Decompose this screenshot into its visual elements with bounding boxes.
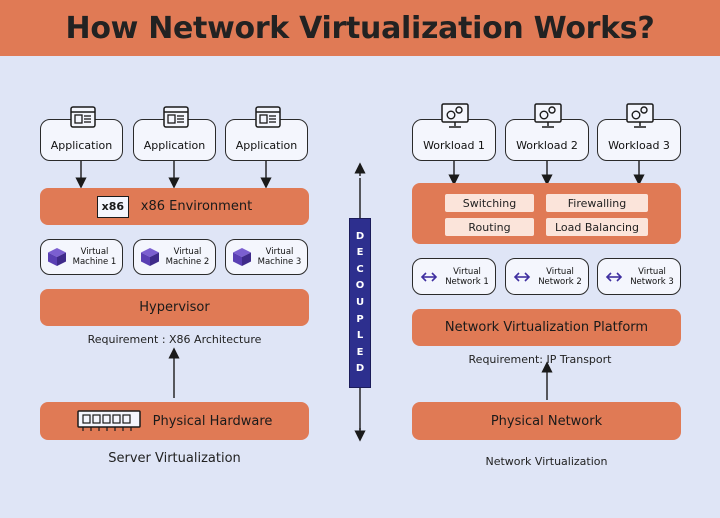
page-title: How Network Virtualization Works? [65, 10, 655, 46]
application-label: Application [235, 139, 298, 152]
virtual-machine-card-2: Virtual Machine 2 [133, 239, 216, 275]
cube-icon [233, 248, 251, 266]
workload-card-2: Workload 2 [505, 103, 589, 161]
workload-card-3: Workload 3 [597, 103, 681, 161]
vnet-line1: Virtual [453, 266, 481, 277]
title-banner: How Network Virtualization Works? [0, 0, 720, 56]
application-label: Application [143, 139, 206, 152]
decoupled-letter: L [356, 330, 364, 342]
network-virtualization-caption: Network Virtualization [485, 455, 608, 468]
workload-label: Workload 2 [516, 139, 578, 152]
physical-network-box: Physical Network [412, 402, 681, 440]
vm-line1: Virtual [173, 247, 202, 257]
decoupled-letter: E [356, 247, 364, 259]
physical-hardware-label: Physical Hardware [152, 413, 273, 429]
virtual-machine-card-3: Virtual Machine 3 [225, 239, 308, 275]
hypervisor-label: Hypervisor [139, 300, 210, 315]
hypervisor-box: Hypervisor [40, 289, 309, 326]
application-card-1: Application [40, 106, 123, 161]
x86-environment-box: x86 x86 Environment [40, 188, 309, 225]
application-window-icon [163, 106, 189, 128]
x86-requirement-text: Requirement : X86 Architecture [87, 333, 262, 346]
virtual-machine-card-1: Virtual Machine 1 [40, 239, 123, 275]
decoupled-bar: D E C O U P L E D [349, 218, 371, 388]
network-virtualization-platform-box: Network Virtualization Platform [412, 309, 681, 346]
application-label: Application [50, 139, 113, 152]
cube-icon [48, 248, 66, 266]
decoupled-letter: C [356, 263, 364, 275]
decoupled-letter: O [355, 280, 365, 292]
application-window-icon [70, 106, 96, 128]
vm-line2: Machine 3 [257, 257, 302, 267]
vnet-line1: Virtual [546, 266, 574, 277]
vm-line2: Machine 2 [165, 257, 210, 267]
firewalling-chip: Firewalling [546, 194, 648, 212]
ip-transport-requirement-text: Requirement: IP Transport [468, 353, 612, 366]
monitor-gears-icon [534, 103, 562, 128]
physical-hardware-box: Physical Hardware [40, 402, 309, 440]
decoupled-letter: D [355, 230, 365, 242]
physical-network-label: Physical Network [490, 413, 603, 429]
switching-chip: Switching [445, 194, 534, 212]
vnet-line1: Virtual [638, 266, 666, 277]
vm-line1: Virtual [80, 247, 109, 257]
application-card-2: Application [133, 106, 216, 161]
decoupled-letter: U [355, 296, 365, 308]
workload-card-1: Workload 1 [412, 103, 496, 161]
bidirectional-arrow-icon [513, 271, 531, 282]
vnet-line2: Network 1 [445, 276, 489, 287]
bidirectional-arrow-icon [420, 271, 438, 282]
load-balancing-chip: Load Balancing [546, 218, 648, 236]
x86-environment-label: x86 Environment [140, 199, 253, 214]
decoupled-letter: D [355, 363, 365, 375]
monitor-gears-icon [441, 103, 469, 128]
platform-label: Network Virtualization Platform [444, 320, 649, 335]
decoupled-letter: P [356, 313, 364, 325]
bidirectional-arrow-icon [605, 271, 623, 282]
monitor-gears-icon [626, 103, 654, 128]
virtual-network-card-2: Virtual Network 2 [505, 258, 589, 295]
memory-module-icon [76, 410, 141, 431]
workload-label: Workload 1 [423, 139, 485, 152]
application-window-icon [255, 106, 281, 128]
routing-chip: Routing [445, 218, 534, 236]
network-services-box: Switching Firewalling Routing Load Balan… [412, 183, 681, 244]
virtual-network-card-1: Virtual Network 1 [412, 258, 496, 295]
x86-chip-icon: x86 [96, 195, 129, 218]
workload-label: Workload 3 [608, 139, 670, 152]
vnet-line2: Network 2 [538, 276, 582, 287]
server-virtualization-caption: Server Virtualization [108, 451, 241, 466]
vnet-line2: Network 3 [630, 276, 674, 287]
vm-line2: Machine 1 [72, 257, 117, 267]
decoupled-letter: E [356, 346, 364, 358]
application-card-3: Application [225, 106, 308, 161]
virtual-network-card-3: Virtual Network 3 [597, 258, 681, 295]
cube-icon [141, 248, 159, 266]
vm-line1: Virtual [265, 247, 294, 257]
